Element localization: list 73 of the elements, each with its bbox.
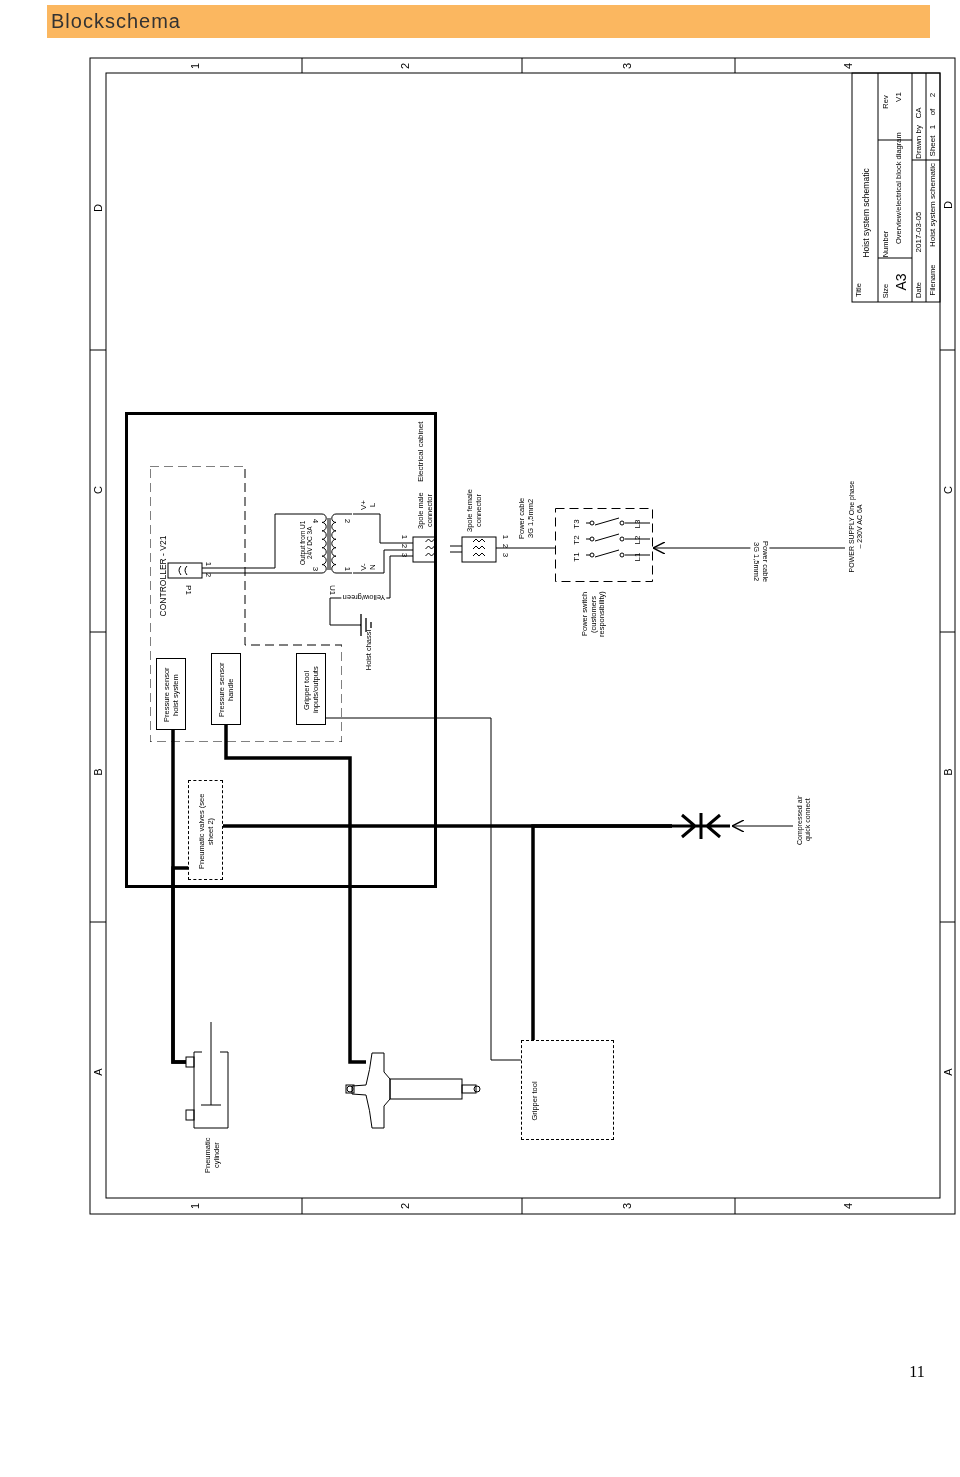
dashed-box [188, 780, 223, 880]
wire [352, 513, 414, 574]
cabinet-label: Electrical cabinet [416, 420, 426, 485]
drawing-label: V+ [359, 500, 369, 510]
controller-label: CONTROLLER - V21 [159, 535, 169, 617]
wire [325, 717, 522, 1061]
drawing-label: D [91, 204, 105, 212]
dashed-box [521, 1040, 614, 1140]
drawing-label: C [941, 486, 955, 494]
sheet-size-text: A3 [892, 273, 910, 291]
drawing-label: 1 [188, 62, 202, 70]
drawing-label: L2 [633, 535, 643, 545]
wire [201, 513, 299, 574]
drawing-label: 4 [841, 1202, 855, 1210]
drawing-label: 2 [342, 518, 352, 524]
drawing-label: 2 [928, 92, 938, 98]
drawing-label: V1 [894, 92, 904, 102]
quick-coupling-symbol [670, 812, 732, 840]
wire [495, 547, 556, 549]
drawing-label: 1 [188, 1202, 202, 1210]
air-hose-line [171, 866, 188, 1064]
drawing-label: Sheet [928, 135, 938, 157]
wire [449, 545, 463, 553]
drawing-label: N [368, 564, 378, 570]
drawing-label: L3 [633, 519, 643, 529]
drawing-label: 3 [310, 566, 320, 572]
drawing-label: 2 [500, 543, 510, 549]
air-hose-line [531, 824, 672, 1040]
drawing-label: B [941, 768, 955, 776]
page-title: Blockschema [47, 5, 930, 38]
drawing-label: T3 [572, 519, 582, 529]
component-tag: U1 [327, 584, 337, 596]
drawing-label: 1 [342, 566, 352, 572]
drawing-label: 3 [399, 552, 409, 558]
actuator-handle-drawing [344, 1050, 484, 1130]
drawing-label: B [91, 768, 105, 776]
drawing-label: 2 [203, 572, 213, 578]
drawing-label: Hoist system schematic [862, 168, 872, 258]
drawing-label: 1 [928, 124, 938, 130]
drawing-label: 4 [841, 62, 855, 70]
drawing-label: T1 [572, 552, 582, 562]
sensor-box [156, 658, 186, 730]
drawing-label: Hoist system schematic [928, 163, 938, 247]
drawing-label: 1 [500, 534, 510, 540]
arrow [652, 541, 846, 555]
drawing-label: Drawn by [914, 125, 924, 159]
drawing-label: A [91, 1068, 105, 1076]
page-number: 11 [909, 1362, 925, 1382]
cabinet-frame [125, 412, 437, 888]
drawing-label: 3 [500, 552, 510, 558]
drawing-label: L [368, 502, 378, 508]
component-label: P1 [183, 585, 193, 595]
drawing-label: V- [359, 563, 369, 571]
drawing-label: D [941, 201, 955, 209]
drawing-label: 2017-03-05 [914, 211, 924, 253]
air-hose-line [224, 725, 366, 1064]
drawing-label: L1 [633, 552, 643, 562]
drawing-label: 1 [399, 534, 409, 540]
drawing-label: C [91, 486, 105, 494]
drawing-label: 2 [398, 1202, 412, 1210]
drawing-label: 2 [398, 62, 412, 70]
drawing-label: T2 [572, 535, 582, 545]
drawing-label: 3 [620, 62, 634, 70]
drawing-label: 2 [399, 543, 409, 549]
drawing-label: of [928, 108, 938, 116]
drawing-label: 3 [620, 1202, 634, 1210]
drawing-label: 4 [310, 518, 320, 524]
drawing-label: A [941, 1068, 955, 1076]
sensor-box [211, 653, 241, 725]
sensor-box [296, 653, 326, 725]
arrow [731, 819, 794, 833]
drawing-label: CA [914, 107, 924, 119]
drawing-label: 1 [203, 561, 213, 567]
